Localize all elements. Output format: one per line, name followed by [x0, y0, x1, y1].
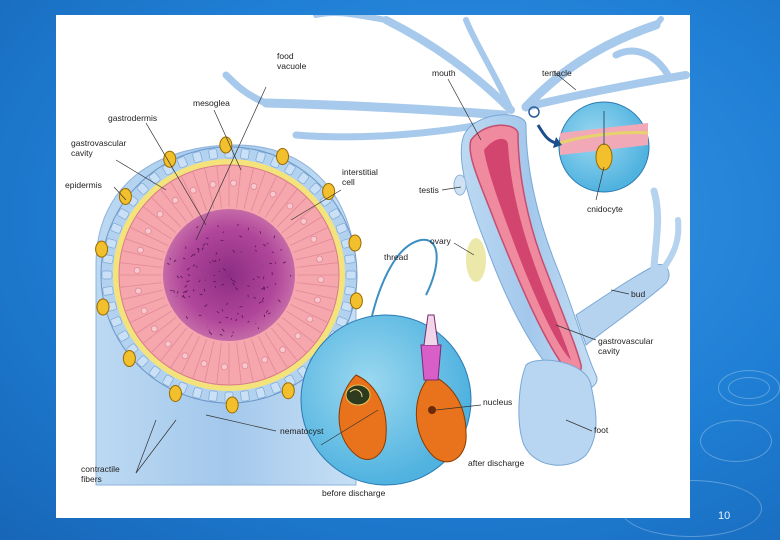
food-vacuole [182, 353, 188, 359]
nematocyst-cell [119, 188, 131, 204]
hydra-foot [519, 360, 596, 465]
nematocyst-cell [226, 397, 238, 413]
food-vacuole [135, 288, 141, 294]
epidermal-cell [346, 271, 356, 279]
label-gastrovascular-cavity-right: gastrovascular cavity [598, 337, 653, 356]
label-bud: bud [631, 290, 645, 300]
food-vacuole [134, 267, 140, 273]
bud [576, 264, 669, 345]
label-foot: foot [594, 426, 608, 436]
label-testis: testis [419, 186, 439, 196]
label-tentacle: tentacle [542, 69, 572, 79]
label-gastrodermis: gastrodermis [108, 114, 157, 124]
label-mouth: mouth [432, 69, 456, 79]
epidermal-cell [208, 149, 217, 160]
epidermal-cell [240, 390, 249, 401]
food-vacuole [318, 277, 324, 283]
label-contractile-fibers: contractile fibers [81, 465, 120, 484]
cavity-fiber [215, 260, 216, 262]
food-vacuole [210, 181, 216, 187]
ripple-decoration [700, 420, 772, 462]
cavity-fiber [209, 330, 210, 331]
epidermal-cell [208, 390, 217, 401]
ripple-decoration [728, 377, 770, 399]
label-nematocyst: nematocyst [280, 427, 323, 437]
epidermal-cell [103, 286, 114, 295]
label-food-vacuole: food vacuole [277, 52, 306, 71]
nematocyst-cell [169, 385, 181, 401]
label-before-discharge: before discharge [322, 489, 385, 499]
food-vacuole [165, 341, 171, 347]
nematocyst-cell [277, 149, 289, 165]
epidermal-cell [240, 149, 249, 160]
cavity-fiber [264, 314, 265, 317]
label-after-discharge: after discharge [468, 459, 524, 469]
cavity-fiber [170, 290, 172, 291]
food-vacuole [137, 247, 143, 253]
food-vacuole [280, 347, 286, 353]
food-vacuole [190, 187, 196, 193]
label-cnidocyte: cnidocyte [587, 205, 623, 215]
food-vacuole [295, 333, 301, 339]
food-vacuole [172, 197, 178, 203]
label-gastrovascular-cavity-left: gastrovascular cavity [71, 139, 126, 158]
epidermal-cell [102, 271, 112, 279]
nematocyst-cell [282, 383, 294, 399]
food-vacuole [262, 357, 268, 363]
food-vacuole [145, 228, 151, 234]
label-mesoglea: mesoglea [193, 99, 230, 109]
food-vacuole [157, 211, 163, 217]
nematocyst-cell [350, 293, 362, 309]
food-vacuole [141, 308, 147, 314]
food-vacuole [231, 180, 237, 186]
hydra-diagram-figure: food vacuole mesoglea gastrodermis gastr… [56, 15, 690, 518]
food-vacuole [317, 256, 323, 262]
label-interstitial-cell: interstitial cell [342, 168, 378, 187]
cavity-fiber [254, 298, 256, 299]
food-vacuole [242, 363, 248, 369]
cnidocyte-inset [559, 102, 649, 192]
food-vacuole [270, 191, 276, 197]
label-thread: thread [384, 253, 408, 263]
nematocyst-cell [164, 151, 176, 167]
nematocyst-cell [123, 351, 135, 367]
food-vacuole [221, 364, 227, 370]
food-vacuole [311, 236, 317, 242]
hydra-illustration [56, 15, 690, 518]
label-epidermis: epidermis [65, 181, 102, 191]
food-vacuole [315, 297, 321, 303]
food-vacuole [307, 316, 313, 322]
label-ovary: ovary [430, 237, 451, 247]
page-number: 10 [718, 510, 730, 522]
food-vacuole [201, 361, 207, 367]
food-vacuole [301, 218, 307, 224]
nematocyst-cell [349, 235, 361, 251]
label-nucleus: nucleus [483, 398, 512, 408]
food-vacuole [151, 326, 157, 332]
epidermal-cell [344, 254, 355, 263]
nematocyst-cell [97, 299, 109, 315]
nematocyst-cell [96, 241, 108, 257]
food-vacuole [287, 203, 293, 209]
food-vacuole [251, 183, 257, 189]
